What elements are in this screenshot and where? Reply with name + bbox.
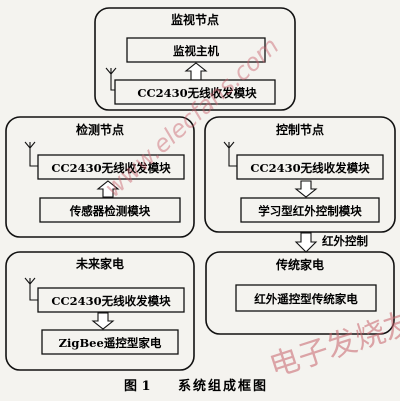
- antenna-icon: [24, 141, 38, 167]
- figure-number: 图 1: [124, 379, 151, 394]
- control-down-arrow: [294, 180, 318, 198]
- future-node-frame: [5, 251, 195, 371]
- monitor-host-label: 监视主机: [173, 44, 219, 58]
- detect-radio-label: CC2430无线收发模块: [51, 161, 171, 175]
- monitor-node: 监视节点 监视主机 CC2430无线收发模块: [94, 7, 296, 111]
- control-node-frame: [204, 116, 396, 233]
- antenna-icon: [105, 67, 117, 91]
- control-ir-box: [240, 197, 380, 223]
- control-radio-box: [236, 154, 384, 180]
- detect-sensor-label: 传感器检测模块: [69, 204, 151, 218]
- future-down-arrow: [91, 312, 115, 330]
- antenna-icon: [24, 277, 38, 301]
- ir-control-label: 红外控制: [322, 234, 368, 248]
- ir-down-arrow: [294, 232, 318, 253]
- monitor-node-title: 监视节点: [171, 12, 219, 27]
- monitor-up-arrow: [184, 62, 208, 81]
- detect-node-title: 检测节点: [76, 122, 124, 137]
- monitor-host-box: [126, 37, 266, 63]
- antenna-icon: [223, 141, 237, 167]
- detect-node: 检测节点 CC2430无线收发模块 传感器检测模块: [5, 116, 195, 238]
- traditional-node-title: 传统家电: [275, 257, 324, 272]
- future-radio-label: CC2430无线收发模块: [51, 294, 171, 308]
- monitor-radio-label: CC2430无线收发模块: [137, 86, 257, 100]
- detect-radio-box: [37, 154, 185, 180]
- ir-control-link: 红外控制: [294, 232, 368, 253]
- detect-up-arrow: [96, 180, 120, 198]
- future-zigbee-label: ZigBee遥控型家电: [59, 336, 162, 350]
- future-appliance-node: 未来家电 CC2430无线收发模块 ZigBee遥控型家电: [5, 251, 195, 371]
- future-radio-box: [37, 287, 185, 313]
- control-radio-label: CC2430无线收发模块: [250, 161, 370, 175]
- monitor-node-frame: [94, 7, 296, 111]
- traditional-ir-label: 红外遥控型传统家电: [254, 292, 358, 306]
- control-node-title: 控制节点: [276, 122, 324, 137]
- watermark-logo: 电子发烧友: [265, 305, 400, 385]
- control-node: 控制节点 CC2430无线收发模块 学习型红外控制模块: [204, 116, 396, 233]
- detect-node-frame: [5, 116, 195, 238]
- future-node-title: 未来家电: [75, 256, 124, 271]
- future-zigbee-box: [41, 329, 179, 355]
- detect-sensor-box: [39, 197, 181, 223]
- figure-caption: 系统组成框图: [178, 378, 268, 394]
- control-ir-label: 学习型红外控制模块: [258, 204, 362, 218]
- traditional-appliance-node: 传统家电 红外遥控型传统家电: [205, 251, 395, 335]
- traditional-ir-box: [235, 284, 377, 312]
- traditional-node-frame: [205, 251, 395, 335]
- monitor-radio-box: [114, 79, 276, 105]
